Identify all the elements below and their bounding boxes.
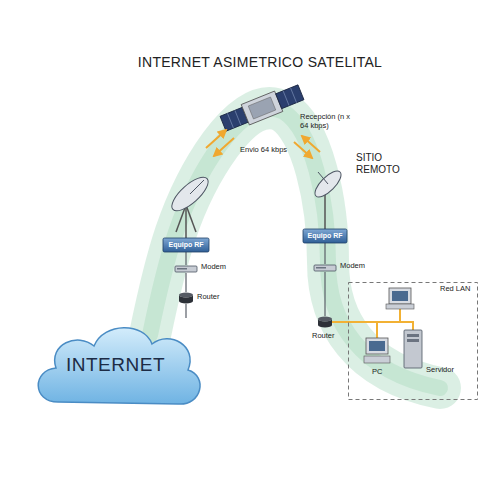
lan-group: Red LAN PC Servidor [348,282,478,400]
panel-grid [283,91,289,106]
connector-line [185,252,186,265]
router-node: Router [318,316,332,328]
connector-line [332,322,377,338]
dish-reflector [311,167,345,201]
node-shape [318,316,332,328]
node-shape [404,330,422,368]
lan-workstation [386,288,414,322]
node-label: Router [197,293,220,301]
rf-equipment-box [163,238,209,252]
lan-wire [399,308,401,322]
modem-node: Modem [314,264,336,272]
annotation-label: Envio 64 kbps [240,146,287,155]
connector-line [324,243,325,264]
connector-line [185,304,186,318]
monitor [389,288,411,304]
node-label: PC [372,368,382,376]
dish-feed [190,180,204,194]
connector-line [332,322,413,330]
server-tower [404,330,422,368]
modem-node: Modem [175,265,197,273]
internet-cloud: INTERNET [28,318,203,413]
panel-grid [291,88,297,103]
drive-bay [407,339,419,342]
connector-line [185,273,186,292]
signal-band [150,108,440,388]
dish-mast [324,192,326,229]
panel-grid [235,110,241,125]
node-shape [314,264,336,272]
dish-leg [186,205,196,232]
monitor [366,338,388,354]
node-label: Router [312,332,335,340]
dish-mast [185,205,187,238]
router-body [179,295,193,304]
signal-band-core [150,108,440,388]
hub-dish [167,172,213,238]
uplink-arrow [206,130,226,148]
downlink-arrow [294,142,312,158]
modem-leds [316,267,326,269]
router-top [179,293,193,298]
downlink-arrow [214,138,234,156]
node-label: Servidor [426,366,454,374]
node-label: Modem [201,263,226,271]
connector-line [324,272,325,316]
annotation-label: Recepción (n x 64 kbps) [300,113,356,130]
monitor-screen [392,291,408,301]
satellite-module [248,97,275,119]
node-label: Equipo RF [303,229,347,243]
lan-boundary [349,283,478,400]
uplink-arrow [302,136,320,152]
diagram-title: INTERNET ASIMETRICO SATELITAL [60,54,460,70]
modem-leds [177,268,187,270]
solar-panel [276,85,304,109]
server-node: Servidor [404,330,422,368]
rf-equipment: Equipo RF [303,229,347,243]
rf-equipment: Equipo RF [163,238,209,252]
rf-equipment-box [303,229,347,243]
monitor-screen [369,341,385,351]
drive-bay [407,334,419,337]
modem-case [175,266,197,272]
router-node: Router [179,292,193,304]
node-label: INTERNET [28,318,203,413]
node-label: Modem [340,262,365,270]
node-shape [175,265,197,273]
pc-node: PC [364,338,390,364]
desktop-base [386,304,414,309]
dish-feed [318,172,328,184]
node-label: Red LAN [440,285,470,293]
desktop-base [364,356,390,363]
node-shape [179,292,193,304]
modem-case [314,265,336,271]
router-top [318,317,332,322]
router-body [318,319,332,328]
node-shape [364,338,390,364]
node-label: Equipo RF [163,238,209,252]
annotation-label: SITIO REMOTO [356,152,416,175]
dish-reflector [167,172,213,216]
remote-dish [311,167,345,229]
satellite [219,82,305,134]
panel-grid [227,113,233,128]
